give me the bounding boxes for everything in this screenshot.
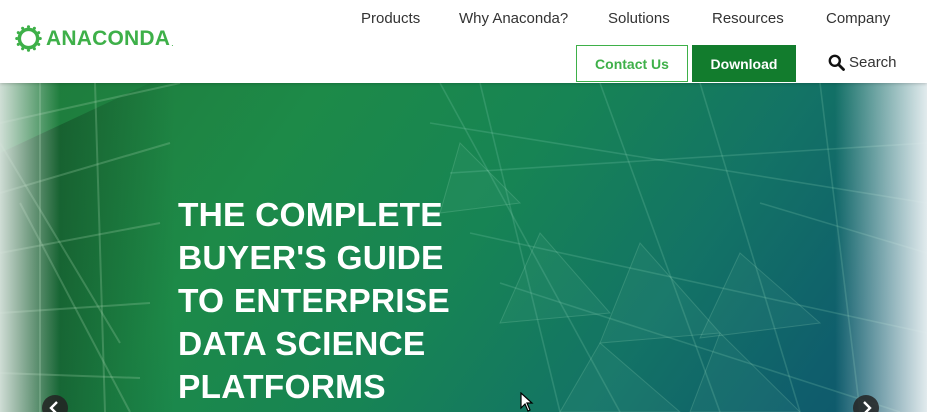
hero-headline: THE COMPLETE BUYER'S GUIDE TO ENTERPRISE…: [178, 194, 450, 409]
search-label: Search: [849, 54, 897, 71]
nav-resources[interactable]: Resources: [712, 10, 784, 27]
search-icon: [828, 54, 845, 71]
nav-why-anaconda[interactable]: Why Anaconda?: [459, 10, 569, 27]
anaconda-logo[interactable]: ANACONDA .: [15, 25, 174, 52]
headline-line: DATA SCIENCE: [178, 326, 426, 363]
chevron-left-icon: [49, 401, 58, 412]
search-button[interactable]: Search: [828, 54, 897, 71]
hero-banner: THE COMPLETE BUYER'S GUIDE TO ENTERPRISE…: [0, 83, 927, 412]
headline-line: TO ENTERPRISE: [178, 283, 450, 320]
headline-line: PLATFORMS: [178, 369, 386, 406]
carousel-prev-button[interactable]: [42, 395, 68, 412]
glass-building-photo: [0, 83, 927, 412]
brand-trademark: .: [171, 38, 174, 48]
nav-company[interactable]: Company: [826, 10, 891, 27]
carousel-next-button[interactable]: [853, 395, 879, 412]
contact-us-button[interactable]: Contact Us: [576, 45, 688, 82]
download-button[interactable]: Download: [692, 45, 796, 82]
brand-name: ANACONDA: [46, 26, 171, 50]
mouse-cursor-icon: [520, 392, 534, 412]
anaconda-ring-icon: [15, 25, 42, 52]
headline-line: THE COMPLETE: [178, 197, 443, 234]
site-header: ANACONDA . Products Why Anaconda? Soluti…: [0, 0, 927, 83]
chevron-right-icon: [863, 401, 872, 412]
headline-line: BUYER'S GUIDE: [178, 240, 444, 277]
nav-solutions[interactable]: Solutions: [608, 10, 670, 27]
nav-products[interactable]: Products: [361, 10, 421, 27]
